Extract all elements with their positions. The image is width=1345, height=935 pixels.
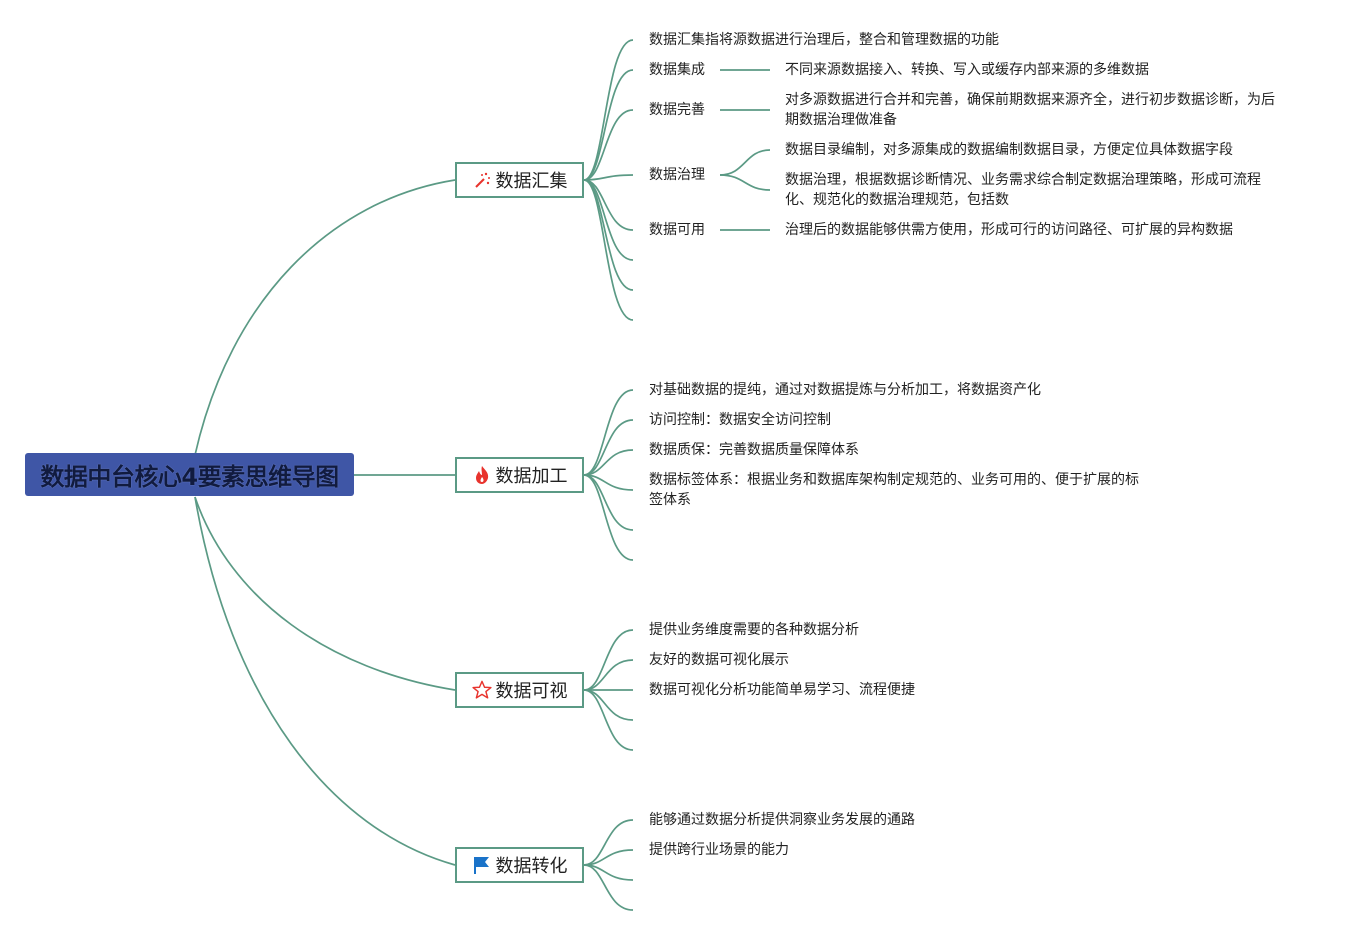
star-icon — [471, 680, 492, 700]
root-node[interactable]: 数据中台核心4要素思维导图 — [25, 453, 354, 496]
branch-label: 数据转化 — [495, 856, 568, 877]
edge-b2-1 — [583, 389, 634, 476]
edge-b1-7 — [583, 179, 634, 291]
edge-b1-4-child-2 — [719, 174, 771, 191]
edge-b1-2 — [583, 69, 634, 181]
leaf-item[interactable]: 访问控制：数据安全访问控制 — [649, 412, 831, 428]
edge-b1-6 — [583, 179, 634, 261]
leaf-item[interactable]: 提供业务维度需要的各种数据分析 — [649, 622, 859, 638]
branch-node-data-transformation[interactable]: 数据转化 — [455, 847, 584, 883]
leaf-item[interactable]: 数据治理 — [649, 167, 705, 183]
leaf-item[interactable]: 数据可视化分析功能简单易学习、流程便捷 — [649, 682, 915, 698]
edge-b1-4-child-1 — [719, 149, 771, 176]
leaf-item[interactable]: 数据可用 — [649, 222, 705, 238]
edge-b1-5 — [583, 179, 634, 231]
branch-label: 数据汇集 — [495, 171, 568, 192]
leaf-item[interactable]: 友好的数据可视化展示 — [649, 652, 789, 668]
leaf-child[interactable]: 不同来源数据接入、转换、写入或缓存内部来源的多维数据 — [785, 62, 1149, 78]
edge-b2-4 — [583, 474, 634, 491]
leaf-item[interactable]: 数据标签体系：根据业务和数据库架构制定规范的、业务可用的、便于扩展的标签体系 — [649, 472, 1139, 508]
branch-node-data-visualization[interactable]: 数据可视 — [455, 672, 584, 708]
edge-b3-1 — [583, 629, 634, 691]
leaf-child[interactable]: 治理后的数据能够供需方使用，形成可行的访问路径、可扩展的异构数据 — [785, 222, 1233, 238]
branch-node-data-processing[interactable]: 数据加工 — [455, 457, 584, 493]
leaf-item[interactable]: 数据质保：完善数据质量保障体系 — [649, 442, 859, 458]
edge-b3-5 — [583, 689, 634, 751]
leaf-item[interactable]: 数据集成 — [649, 62, 705, 78]
edge-b3-2 — [583, 659, 634, 691]
edge-b1-8 — [583, 179, 634, 321]
leaf-child[interactable]: 对多源数据进行合并和完善，确保前期数据来源齐全，进行初步数据诊断，为后期数据治理… — [785, 92, 1275, 128]
edge-b4-1 — [583, 819, 634, 866]
leaf-item[interactable]: 对基础数据的提纯，通过对数据提炼与分析加工，将数据资产化 — [649, 382, 1041, 398]
branch-node-data-collection[interactable]: 数据汇集 — [455, 162, 584, 198]
edge-root-b3 — [194, 496, 456, 691]
edge-b3-4 — [583, 689, 634, 721]
edge-b4-3 — [583, 864, 634, 881]
edge-root-b4 — [194, 496, 456, 866]
edge-b2-2 — [583, 419, 634, 476]
fire-icon — [472, 465, 492, 485]
edge-b2-3 — [583, 449, 634, 476]
magic-wand-icon — [472, 170, 492, 190]
edge-root-b1 — [194, 179, 456, 456]
edge-b2-5 — [583, 474, 634, 531]
leaf-child[interactable]: 数据治理，根据数据诊断情况、业务需求综合制定数据治理策略，形成可流程化、规范化的… — [785, 172, 1261, 208]
edge-b4-4 — [583, 864, 634, 911]
edge-b2-6 — [583, 474, 634, 561]
edge-b1-4 — [583, 174, 634, 181]
leaf-item[interactable]: 提供跨行业场景的能力 — [649, 842, 789, 858]
leaf-item[interactable]: 数据汇集指将源数据进行治理后，整合和管理数据的功能 — [649, 32, 999, 48]
leaf-child[interactable]: 数据目录编制，对多源集成的数据编制数据目录，方便定位具体数据字段 — [785, 142, 1233, 158]
flag-icon — [472, 855, 492, 875]
leaf-item[interactable]: 数据完善 — [649, 102, 705, 118]
edge-b1-3 — [583, 109, 634, 181]
branch-label: 数据加工 — [495, 466, 568, 487]
edge-b4-2 — [583, 849, 634, 866]
leaf-item[interactable]: 能够通过数据分析提供洞察业务发展的通路 — [649, 812, 915, 828]
branch-label: 数据可视 — [495, 681, 568, 702]
edge-b1-1 — [583, 39, 634, 181]
